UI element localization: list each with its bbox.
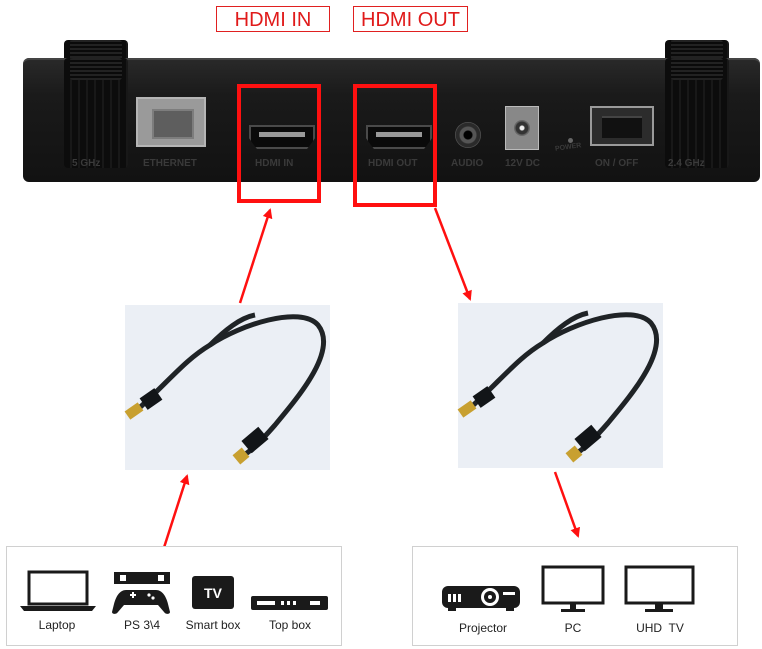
display-label-projector: Projector: [458, 621, 508, 635]
tv-icon: [624, 565, 695, 612]
power-switch-icon: [590, 106, 654, 146]
source-label-ps: PS 3\4: [123, 618, 161, 632]
arrow-cable-to-displays: [553, 471, 580, 538]
hdmi-out-highlight: [353, 84, 437, 207]
laptop-icon: [20, 570, 96, 611]
source-label-top-box: Top box: [268, 618, 312, 632]
arrow-cable-to-hdmi-in: [238, 208, 273, 304]
audio-jack-icon: [455, 122, 481, 148]
hdmi-in-title: HDMI IN: [216, 6, 330, 32]
source-label-smart-box: Smart box: [185, 618, 241, 632]
dc-jack-icon: [505, 106, 539, 150]
port-label-5ghz: 5 GHz: [72, 158, 101, 169]
set-top-box-icon: [251, 596, 328, 610]
tv-box-text: TV: [204, 585, 223, 601]
power-led-icon: [568, 138, 573, 143]
hdmi-in-highlight: [237, 84, 321, 203]
hdmi-out-title: HDMI OUT: [353, 6, 468, 32]
port-label-audio: AUDIO: [451, 158, 484, 169]
port-label-hdmi-out: HDMI OUT: [368, 158, 418, 169]
port-label-24ghz: 2.4 GHz: [668, 158, 705, 169]
monitor-icon: [541, 565, 605, 612]
port-label-ethernet: ETHERNET: [143, 158, 197, 169]
display-label-uhd-tv: UHD TV: [636, 621, 684, 635]
antenna-5ghz-base: [64, 58, 128, 168]
display-label-pc: PC: [564, 621, 582, 635]
antenna-24ghz-base: [665, 58, 729, 168]
hdmi-out-port-icon: [366, 125, 432, 149]
ethernet-port-icon: [136, 97, 206, 147]
port-label-hdmi-in: HDMI IN: [255, 158, 294, 169]
game-console-icon: [112, 572, 170, 614]
arrow-hdmi-out-to-cable: [433, 207, 472, 301]
hdmi-cable-icon-right: [457, 310, 659, 463]
hdmi-in-port-icon: [249, 125, 315, 149]
port-label-on-off: ON / OFF: [595, 158, 639, 169]
port-label-dc: 12V DC: [505, 158, 541, 169]
tv-box-icon: TV: [192, 576, 234, 609]
hdmi-cable-icon-left: [124, 312, 326, 465]
source-label-laptop: Laptop: [38, 618, 76, 632]
projector-icon: [442, 586, 520, 611]
